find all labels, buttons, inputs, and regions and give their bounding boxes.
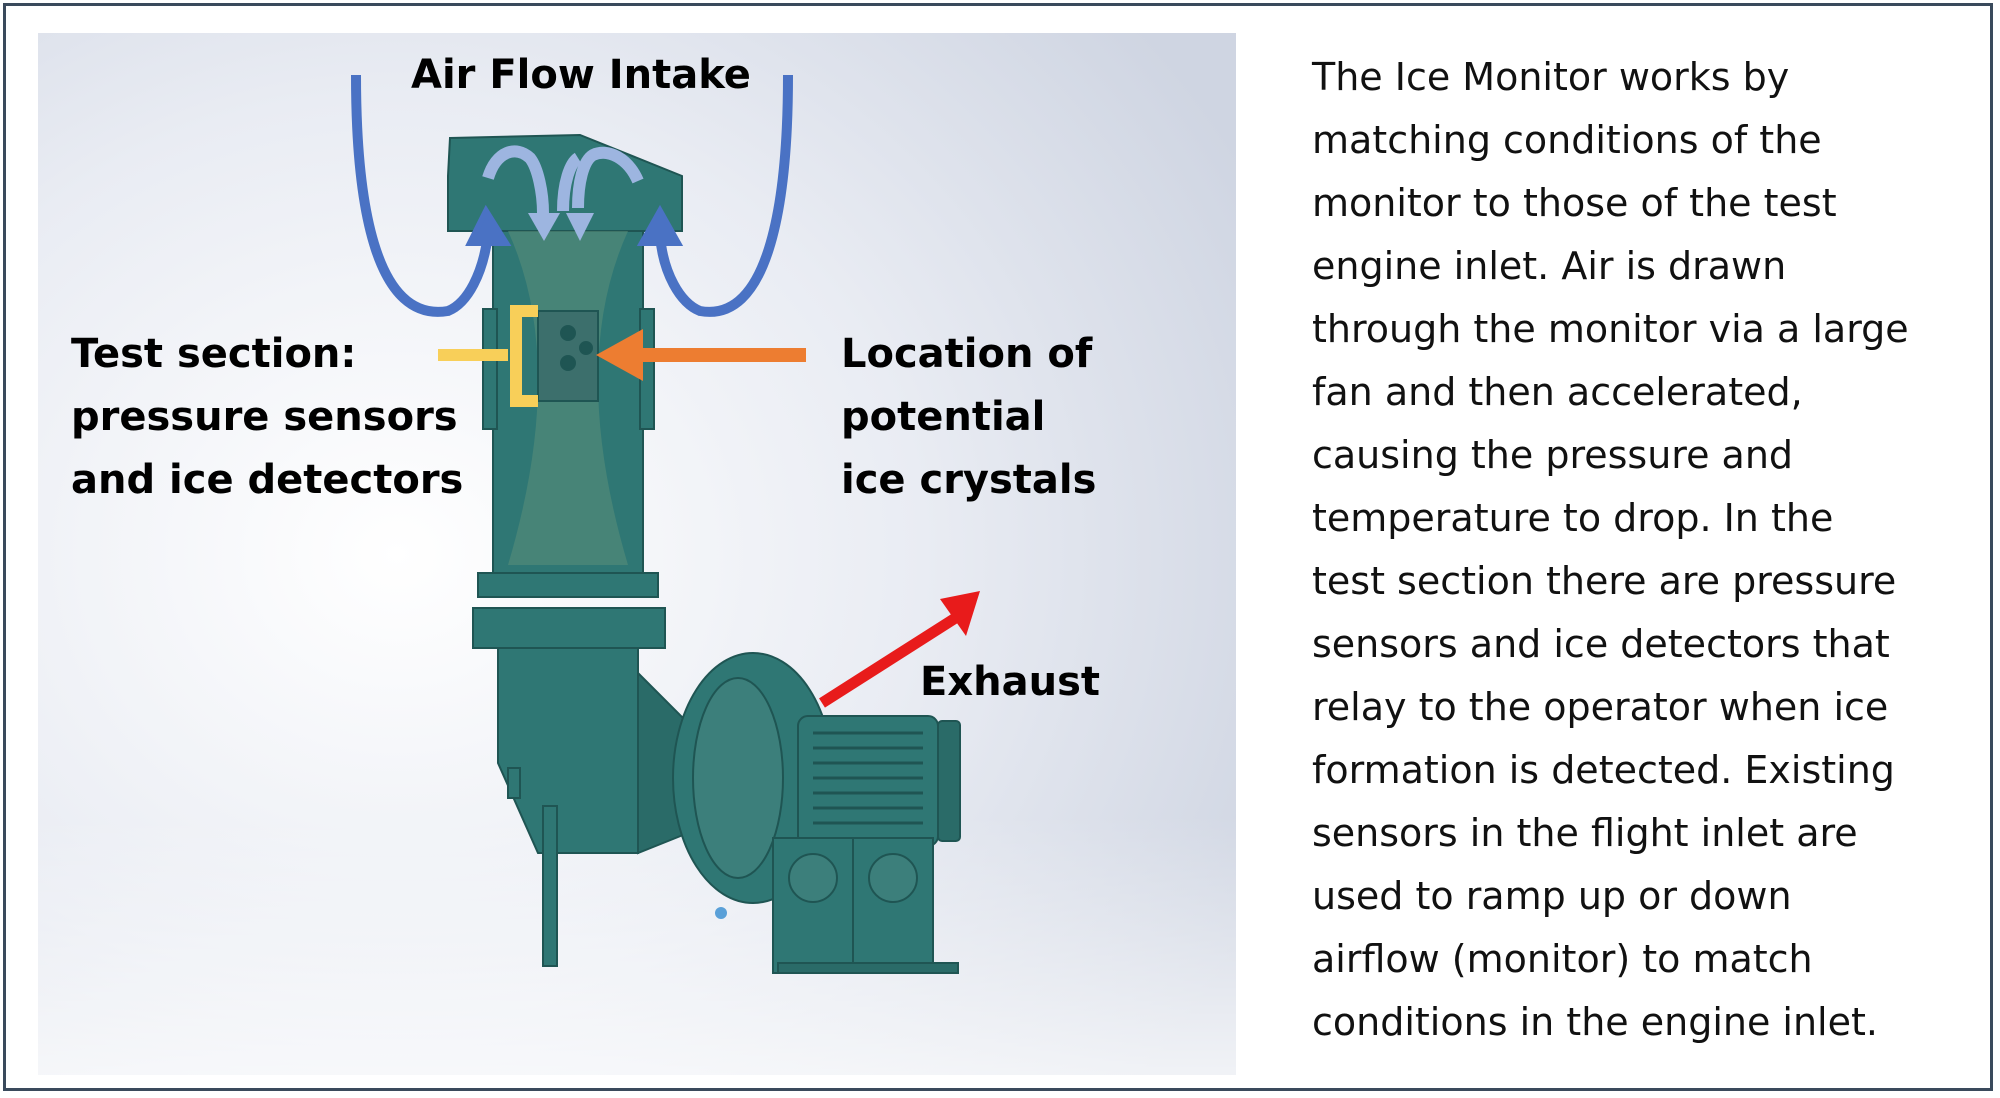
description-line: sensors and ice detectors that: [1312, 622, 1890, 666]
test-section-label-line: pressure sensors: [71, 394, 458, 440]
air-flow-intake-label: Air Flow Intake: [411, 52, 751, 98]
test-section-label-line: and ice detectors: [71, 457, 464, 503]
description-line: airflow (monitor) to match: [1312, 937, 1813, 981]
intake-arrow-icon: [351, 74, 493, 317]
ice-location-label-line: Location of: [841, 331, 1093, 377]
ice-crystal-arrow-icon: [596, 329, 806, 381]
description-line: causing the pressure and: [1312, 433, 1794, 477]
description-line: relay to the operator when ice: [1312, 685, 1889, 729]
description-line: used to ramp up or down: [1312, 874, 1792, 918]
figure-frame: Air Flow Intake Test section: pressure s…: [3, 3, 1993, 1091]
description-line: formation is detected. Existing: [1312, 748, 1895, 792]
description-line: conditions in the engine inlet.: [1312, 1000, 1878, 1044]
description-text: The Ice Monitor works by matching condit…: [1312, 46, 1982, 1054]
description-line: temperature to drop. In the: [1312, 496, 1834, 540]
ice-location-label-line: potential: [841, 394, 1046, 440]
description-line: matching conditions of the: [1312, 118, 1822, 162]
exhaust-label: Exhaust: [920, 659, 1100, 705]
description-line: fan and then accelerated,: [1312, 370, 1803, 414]
description-line: through the monitor via a large: [1312, 307, 1909, 351]
intake-arrow-icon: [655, 74, 793, 317]
inner-flow-arrows: [482, 145, 644, 214]
test-section-label: Test section: pressure sensors and ice d…: [71, 323, 463, 512]
description-line: sensors in the flight inlet are: [1312, 811, 1858, 855]
ice-location-label-line: ice crystals: [841, 457, 1097, 503]
ice-location-label: Location of potential ice crystals: [841, 323, 1096, 512]
test-section-label-line: Test section:: [71, 331, 357, 377]
description-line: monitor to those of the test: [1312, 181, 1837, 225]
ice-monitor-illustration: [38, 33, 1236, 1075]
exhaust-arrow-icon: [819, 591, 980, 708]
test-section-bracket-icon: [438, 305, 538, 407]
description-line: The Ice Monitor works by: [1312, 55, 1790, 99]
description-line: test section there are pressure: [1312, 559, 1897, 603]
description-line: engine inlet. Air is drawn: [1312, 244, 1787, 288]
ice-monitor-diagram: Air Flow Intake Test section: pressure s…: [38, 33, 1236, 1075]
